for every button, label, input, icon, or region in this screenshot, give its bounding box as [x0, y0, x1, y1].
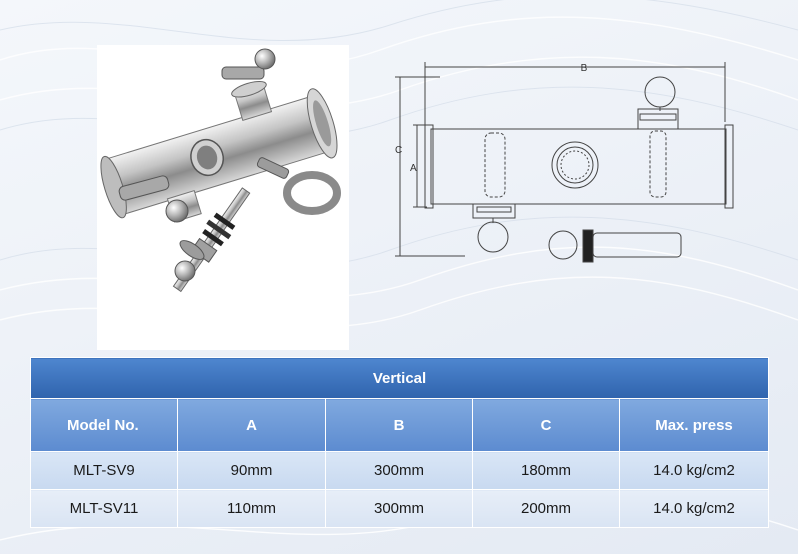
cell-b: 300mm: [325, 451, 473, 490]
table-header-row: Model No. A B C Max. press: [30, 398, 769, 452]
cell-a: 110mm: [177, 489, 326, 528]
cell-a: 90mm: [177, 451, 326, 490]
cell-model: MLT-SV9: [30, 451, 178, 490]
table-row: MLT-SV9 90mm 300mm 180mm 14.0 kg/cm2: [30, 451, 769, 490]
spec-table: Vertical Model No. A B C Max. press MLT-…: [30, 357, 769, 528]
technical-drawing: B C A: [385, 47, 760, 275]
header-model-no: Model No.: [30, 398, 178, 452]
product-photo: [97, 45, 349, 350]
dimension-label-b: B: [581, 63, 588, 74]
table-title-row: Vertical: [30, 357, 769, 399]
sight-glass-product-illustration: [100, 48, 341, 293]
table-title: Vertical: [30, 357, 769, 399]
header-c: C: [472, 398, 620, 452]
header-a: A: [177, 398, 326, 452]
table-row: MLT-SV11 110mm 300mm 200mm 14.0 kg/cm2: [30, 489, 769, 528]
cell-b: 300mm: [325, 489, 473, 528]
header-max-press: Max. press: [619, 398, 769, 452]
header-b: B: [325, 398, 473, 452]
cell-c: 180mm: [472, 451, 620, 490]
cell-max-press: 14.0 kg/cm2: [619, 451, 769, 490]
cell-max-press: 14.0 kg/cm2: [619, 489, 769, 528]
cell-model: MLT-SV11: [30, 489, 178, 528]
dimension-drawing-svg: B C A: [395, 62, 734, 263]
dimension-label-a: A: [410, 163, 417, 174]
cell-c: 200mm: [472, 489, 620, 528]
dimension-label-c: C: [395, 145, 402, 156]
